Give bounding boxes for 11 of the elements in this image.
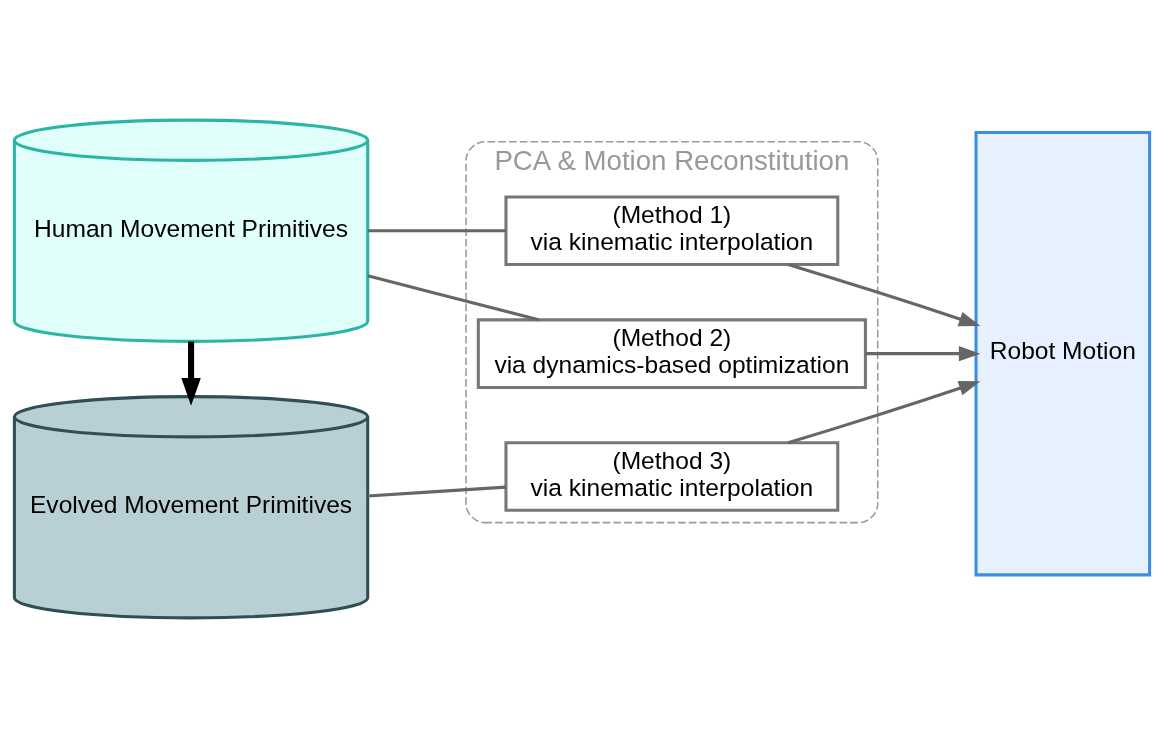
node-box: (Method 2) via dynamics-based optimization	[476, 317, 867, 389]
node-box: Robot Motion	[974, 130, 1152, 576]
arrow	[787, 380, 981, 444]
connector	[367, 485, 506, 498]
connector	[367, 228, 506, 232]
node-box: (Method 1) via kinematic interpolation	[504, 194, 840, 266]
connector	[367, 273, 539, 321]
node-box: (Method 3) via kinematic interpolation	[504, 440, 840, 512]
arrow	[787, 262, 981, 326]
arrow	[865, 345, 981, 361]
arrow	[181, 341, 201, 406]
